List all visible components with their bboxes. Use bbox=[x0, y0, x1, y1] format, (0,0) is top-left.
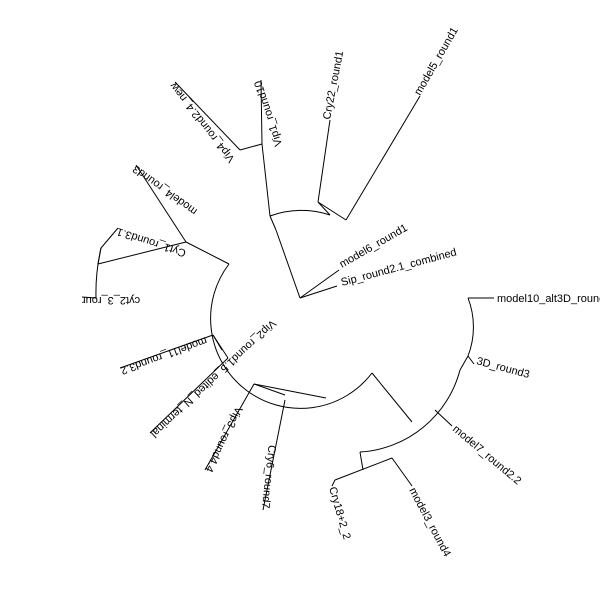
branch-main-clade bbox=[275, 229, 301, 299]
leaf-label-cry18: Cry18+2_2 bbox=[326, 486, 352, 541]
branch-cry18 bbox=[331, 479, 336, 487]
leaf-label-3d: 3D_round3 bbox=[475, 355, 531, 381]
branch-sip bbox=[299, 285, 338, 299]
arc-cry18-clade bbox=[334, 457, 393, 481]
arc-mid-clade bbox=[212, 334, 229, 359]
leaf-labels: model10_alt3D_round 3D_round3 model7_rou… bbox=[82, 25, 600, 559]
branch-cry22 bbox=[317, 119, 331, 203]
arc-main-clade bbox=[210, 263, 373, 409]
branch-vip-clade bbox=[261, 143, 271, 217]
arc-upper-clade bbox=[269, 209, 331, 217]
branch-cry6-clade bbox=[253, 383, 286, 396]
leaf-label-vip1: Vip1_round10 bbox=[252, 79, 285, 148]
branch-3d-clade bbox=[459, 355, 469, 371]
branch-model3 bbox=[391, 457, 413, 487]
leaf-label-model11: model11_round3.2 bbox=[119, 334, 209, 376]
branch-model11 bbox=[119, 334, 214, 369]
leaf-label-model5: model5_round1 bbox=[412, 25, 461, 97]
arc-vip-clade bbox=[239, 143, 263, 151]
leaf-label-model10: model10_alt3D_round bbox=[497, 293, 600, 305]
leaf-label-vip3: Vip3_round4.4 bbox=[202, 405, 244, 474]
leaf-label-vip4: Vip4_round2.4_new bbox=[168, 80, 238, 164]
branch-cry18-clade bbox=[359, 451, 364, 471]
leaf-label-cry22: Cry22_round1 bbox=[321, 50, 346, 121]
branch-model7 bbox=[434, 409, 453, 427]
branch-model5 bbox=[345, 95, 421, 221]
branch-vip2 bbox=[149, 357, 229, 434]
leaf-label-cry6: Cry6_round7 bbox=[259, 444, 278, 508]
arc-cry-clade bbox=[317, 201, 347, 221]
arc-cyt-clade bbox=[95, 247, 102, 299]
arc-left-clade bbox=[97, 241, 187, 265]
arc-right-clade bbox=[359, 369, 461, 453]
leaf-label-cyt2: cyt2_3_rour bbox=[82, 294, 140, 306]
branch-cry6 bbox=[262, 399, 286, 511]
branch-model6 bbox=[299, 269, 340, 299]
branch-cyt1 bbox=[100, 227, 119, 249]
branch-3d bbox=[467, 355, 475, 365]
leaf-label-cyt1: Cyt1_round3.1 bbox=[115, 225, 187, 259]
branch-cry-clade bbox=[317, 201, 331, 216]
branch-upper-clade bbox=[269, 215, 277, 231]
branch-vip1 bbox=[260, 79, 263, 145]
branch-right-clade bbox=[371, 372, 413, 423]
branch-vip3 bbox=[204, 383, 255, 471]
branch-vip4 bbox=[174, 81, 241, 151]
branch-cyt2 bbox=[81, 296, 97, 299]
leaf-label-model3: model3_round4 bbox=[406, 486, 452, 559]
arc-cry6-clade bbox=[253, 383, 327, 399]
leaf-label-model7: model7_round2.2 bbox=[450, 423, 523, 487]
branch-model4 bbox=[135, 164, 187, 243]
branch-left-clade bbox=[185, 241, 230, 265]
arc-3d-clade bbox=[467, 297, 474, 357]
tree-branches bbox=[81, 79, 494, 511]
